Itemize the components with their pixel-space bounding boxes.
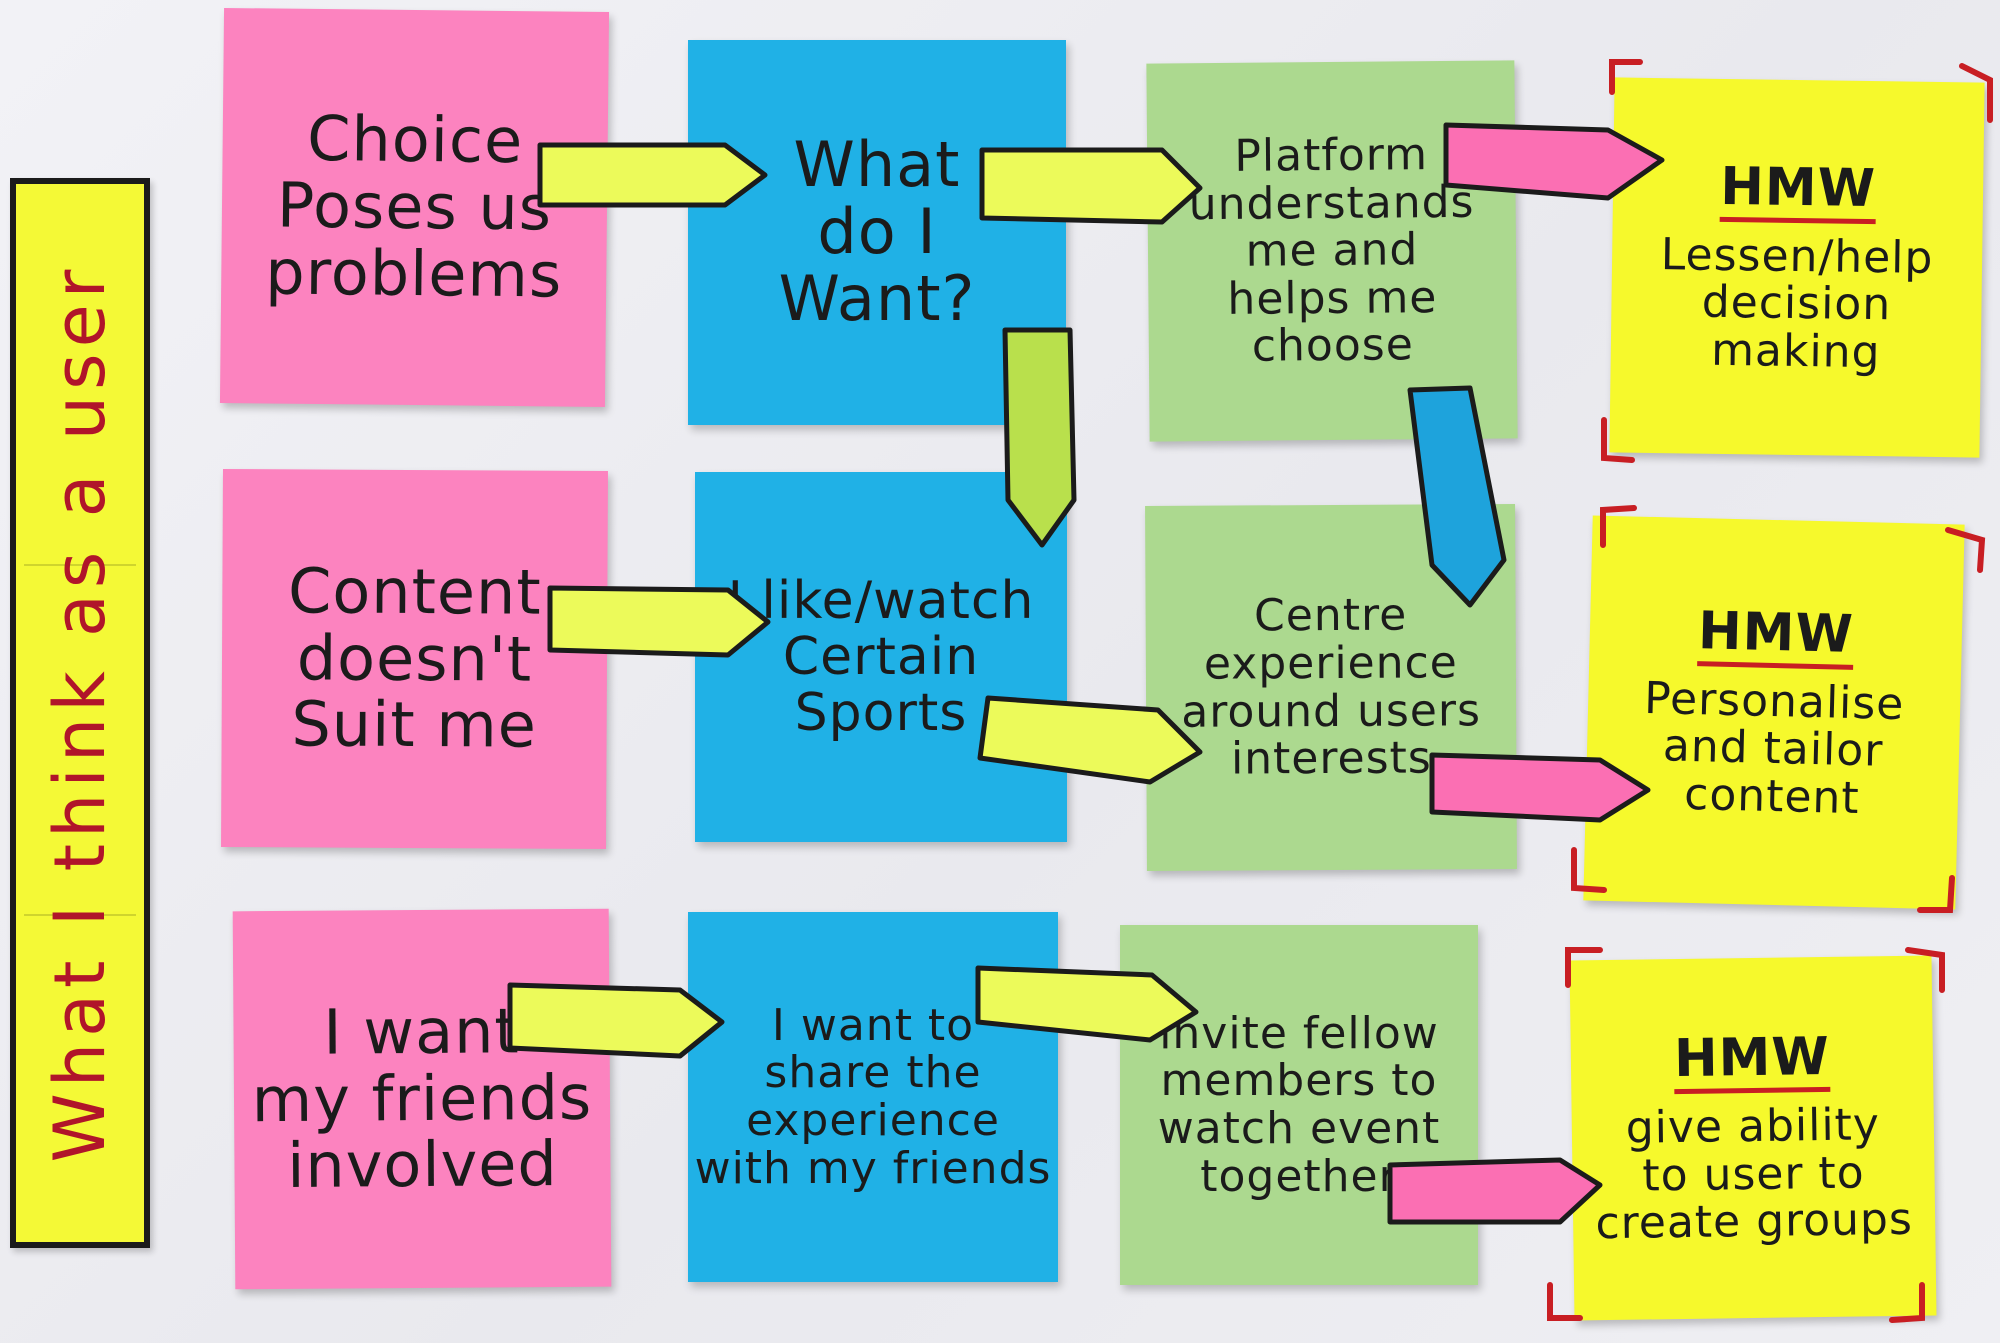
arrow-right-icon [537,142,768,208]
note-line: invite fellow [1159,1007,1439,1059]
arrow-right-icon [1429,752,1651,823]
arrow-right-icon [1387,1157,1603,1225]
strip-seam [24,564,136,566]
note-line: with my friends [694,1142,1052,1194]
arrow-right-icon [1443,122,1665,201]
note-line: watch event [1157,1103,1441,1154]
hmw-bracket-1 [1601,59,1993,463]
note-invite-fellow-members: invite fellow members to watch event tog… [1120,925,1478,1285]
note-line: Want? [778,261,976,335]
arrow-down-icon [1002,327,1077,548]
note-i-like-watch-sports: I like/watch Certain Sports [695,472,1067,842]
strip-seam [24,914,136,916]
arrow-right-icon [507,982,725,1059]
note-line: I like/watch [727,570,1035,631]
arrow-right-icon [547,585,771,658]
hmw-bracket-3 [1547,947,1945,1323]
note-line: What [793,128,961,202]
hmw-bracket-2 [1571,505,1986,913]
note-line: Certain [782,626,980,687]
arrow-right-icon [977,695,1203,785]
note-line: share the [764,1047,982,1099]
note-line: together [1200,1150,1398,1202]
arrow-right-icon [979,147,1203,225]
note-line: Sports [794,683,968,744]
side-label-strip: What I think as a user [10,178,150,1248]
note-what-do-i-want: What do I Want? [688,40,1066,425]
note-line: members to [1160,1055,1438,1107]
note-line: experience [746,1095,1000,1146]
note-line: I want to [771,999,975,1051]
arrow-down-icon [1407,385,1507,608]
note-line: do I [817,195,937,269]
arrow-right-icon [975,965,1199,1043]
